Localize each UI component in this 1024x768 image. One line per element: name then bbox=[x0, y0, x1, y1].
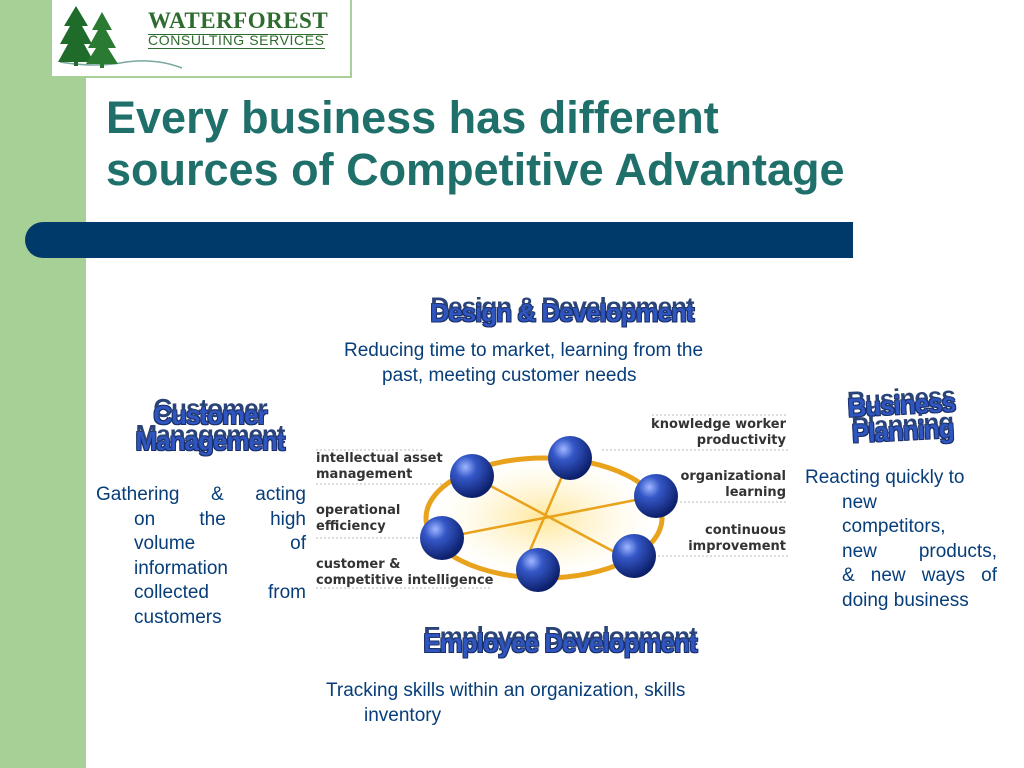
customer-heading-line-1: Customer bbox=[153, 400, 267, 430]
customer-heading-line-2: Management bbox=[135, 426, 286, 456]
diagram-label-rules bbox=[316, 414, 788, 589]
left-green-band bbox=[0, 0, 86, 768]
sphere-node bbox=[420, 516, 464, 560]
business-heading-line-2: Planning bbox=[851, 413, 955, 449]
business-desc-line: new bbox=[842, 491, 877, 513]
customer-management-heading: Customer Management bbox=[100, 402, 320, 454]
customer-desc-line: Gathering & acting bbox=[96, 484, 306, 505]
business-desc-line: doing business bbox=[842, 589, 969, 611]
competitive-advantage-diagram: intellectual asset management operationa… bbox=[316, 414, 788, 592]
slide-title: Every business has different sources of … bbox=[106, 92, 1006, 196]
business-desc-line: competitors, bbox=[842, 516, 946, 537]
sphere-node bbox=[548, 436, 592, 480]
title-line-2: sources of Competitive Advantage bbox=[106, 144, 845, 195]
label-org-learning-1: organizational bbox=[680, 469, 786, 484]
customer-desc-line: information bbox=[134, 557, 228, 579]
employee-development-description: Tracking skills within an organization, … bbox=[326, 679, 786, 728]
label-knowledge-worker-1: knowledge worker bbox=[651, 417, 787, 432]
label-operational-2: efficiency bbox=[316, 519, 386, 534]
sphere-node bbox=[450, 454, 494, 498]
business-planning-heading: Business Planning bbox=[821, 387, 984, 449]
label-intellectual-asset-1: intellectual asset bbox=[316, 451, 443, 466]
label-intellectual-asset-2: management bbox=[316, 467, 412, 482]
customer-management-description: Gathering & acting on the high volume of… bbox=[96, 483, 306, 630]
sphere-node bbox=[516, 548, 560, 592]
sphere-node bbox=[612, 534, 656, 578]
design-development-description: Reducing time to market, learning from t… bbox=[344, 339, 789, 388]
label-continuous-2: improvement bbox=[688, 539, 786, 554]
label-operational-1: operational bbox=[316, 503, 400, 518]
slide-content-area bbox=[86, 84, 1024, 768]
title-line-1: Every business has different bbox=[106, 92, 719, 143]
company-logo: WATERFOREST CONSULTING SERVICES bbox=[50, 0, 352, 78]
label-org-learning-2: learning bbox=[725, 485, 786, 500]
design-development-heading: Design & Development bbox=[430, 298, 694, 328]
label-knowledge-worker-2: productivity bbox=[697, 433, 787, 448]
design-desc-line-2: past, meeting customer needs bbox=[382, 364, 637, 386]
logo-subtitle: CONSULTING SERVICES bbox=[148, 32, 325, 49]
customer-desc-line: volume of bbox=[134, 533, 306, 554]
employee-desc-line-1: Tracking skills within an organization, … bbox=[326, 680, 686, 701]
label-continuous-1: continuous bbox=[705, 523, 786, 538]
sphere-node bbox=[634, 474, 678, 518]
customer-desc-line: collected from bbox=[134, 582, 306, 603]
employee-development-heading: Employee Development bbox=[423, 628, 697, 658]
customer-desc-line: customers bbox=[134, 606, 222, 628]
pine-trees-icon bbox=[58, 6, 183, 69]
business-desc-line: Reacting quickly to bbox=[805, 467, 965, 488]
employee-desc-line-2: inventory bbox=[364, 704, 442, 726]
label-customer-intel-1: customer & bbox=[316, 557, 400, 572]
design-desc-line-1: Reducing time to market, learning from t… bbox=[344, 340, 704, 361]
business-desc-line: new products, bbox=[842, 540, 997, 562]
business-planning-description: Reacting quickly to new competitors, new… bbox=[805, 466, 997, 613]
title-underline-bar bbox=[25, 222, 853, 258]
label-customer-intel-2: competitive intelligence bbox=[316, 573, 494, 588]
business-desc-line: & new ways of bbox=[842, 565, 997, 586]
customer-desc-line: on the high bbox=[134, 508, 306, 530]
logo-name: WATERFOREST bbox=[148, 8, 329, 35]
